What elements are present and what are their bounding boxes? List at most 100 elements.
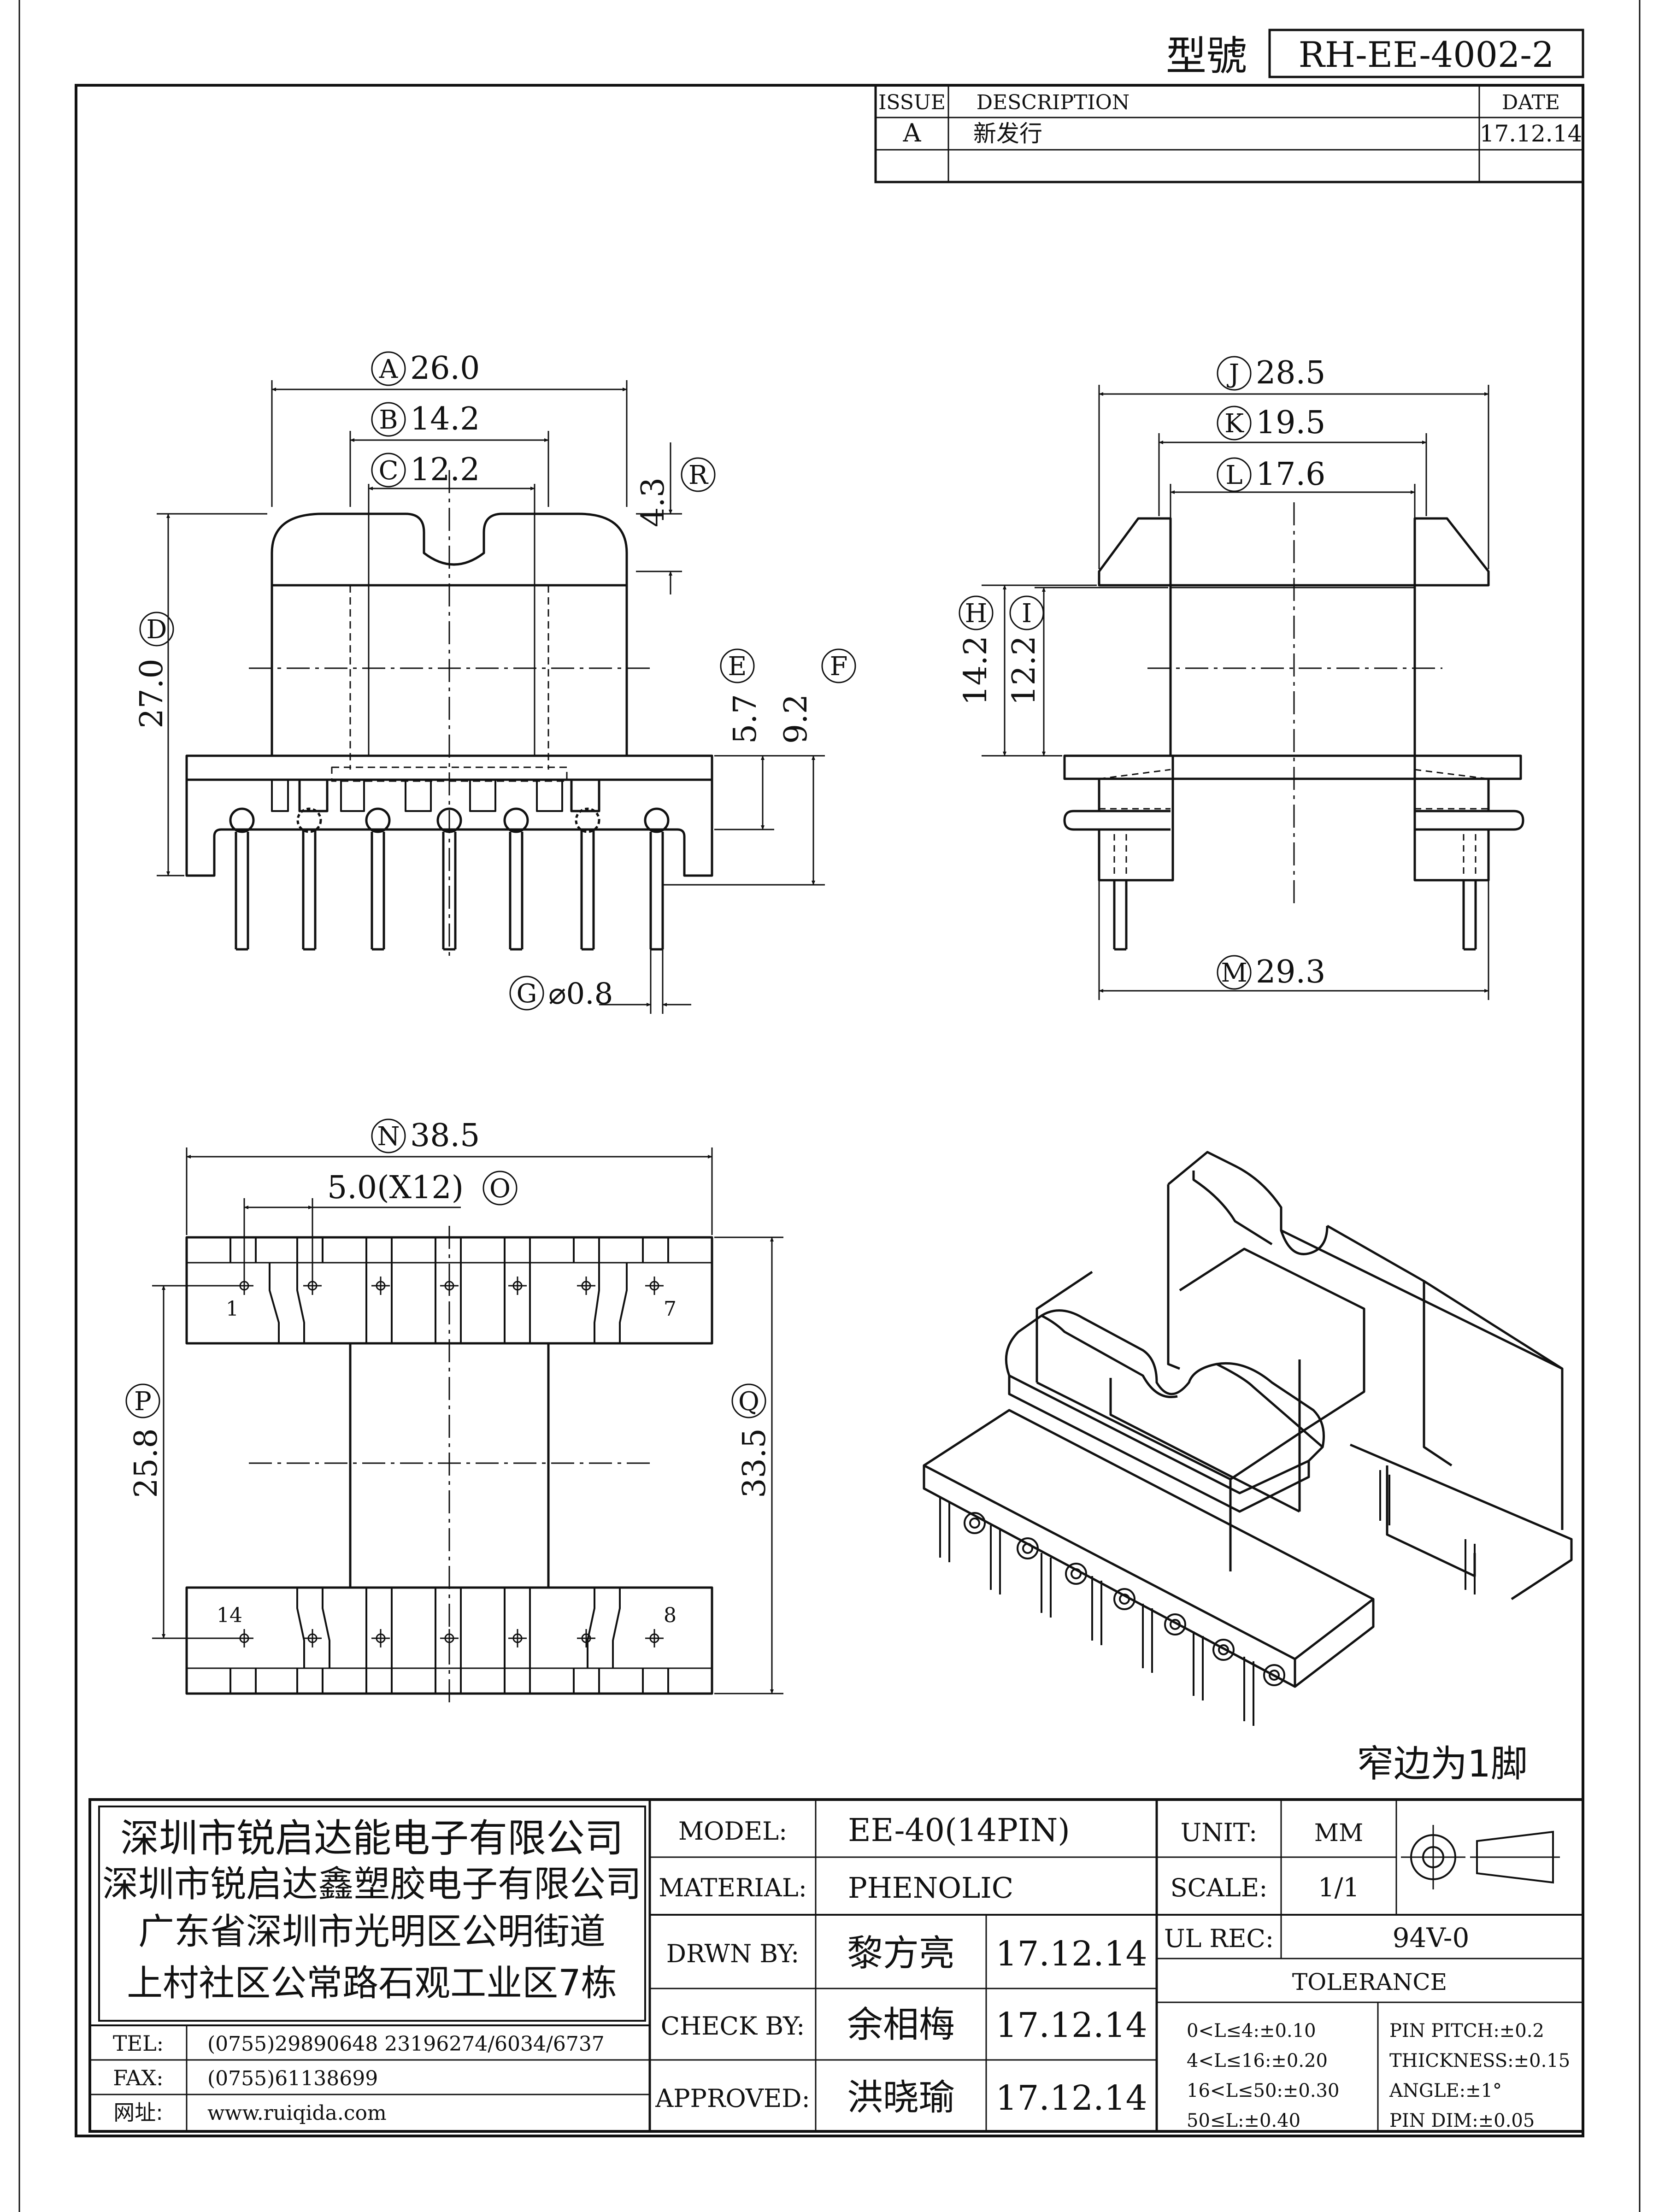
svg-text:28.5: 28.5 — [1256, 355, 1325, 391]
svg-text:12.2: 12.2 — [410, 452, 480, 488]
dim-g-label: G ⌀0.8 — [509, 976, 613, 1011]
svg-text:27.0: 27.0 — [134, 659, 170, 728]
side-view-dimension-labels: J 28.5 K 19.5 L 17.6 H 14.2 I 12.2 M 29.… — [958, 355, 1325, 990]
dim-p-label: P 25.8 — [125, 1383, 165, 1498]
revision-description-cell: 新发行 — [973, 120, 1042, 147]
model-label: MODEL: — [678, 1817, 787, 1846]
tolerance-left-3: 16<L≤50:±0.30 — [1187, 2080, 1339, 2101]
sheet-frame — [18, 0, 1641, 2212]
fax-label: FAX: — [113, 2065, 163, 2090]
svg-text:C: C — [379, 456, 399, 486]
approved-name: 洪晓瑜 — [847, 2077, 955, 2118]
revision-description-header: DESCRIPTION — [977, 91, 1130, 114]
tolerance-right-4: PIN DIM:±0.05 — [1389, 2110, 1535, 2131]
drawn-by-name: 黎方亮 — [847, 1933, 955, 1974]
tolerance-left-1: 0<L≤4:±0.10 — [1187, 2020, 1316, 2041]
svg-text:P: P — [134, 1387, 152, 1417]
tel-label: TEL: — [113, 2031, 164, 2056]
dim-h-label: H 14.2 — [958, 595, 994, 706]
svg-text:25.8: 25.8 — [128, 1428, 165, 1498]
pin-1-label: 1 — [226, 1297, 239, 1321]
scale-label: SCALE: — [1171, 1873, 1268, 1902]
svg-text:F: F — [830, 652, 848, 682]
tolerance-label: TOLERANCE — [1292, 1969, 1447, 1995]
front-view-dimensions — [157, 380, 825, 1014]
svg-text:L: L — [1225, 460, 1242, 490]
dim-l-label: L 17.6 — [1217, 456, 1325, 493]
drawn-by-label: DRWN BY: — [666, 1939, 800, 1968]
svg-text:26.0: 26.0 — [410, 350, 480, 387]
svg-text:33.5: 33.5 — [736, 1428, 773, 1498]
revision-date-header: DATE — [1502, 91, 1560, 114]
svg-text:G: G — [517, 979, 537, 1009]
company-line-3: 广东省深圳市光明区公明街道 — [138, 1911, 606, 1953]
fax-value: (0755)61138699 — [207, 2067, 378, 2090]
svg-text:N: N — [377, 1122, 400, 1152]
dim-r-label: 4.3 R — [635, 457, 716, 527]
company-line-4: 上村社区公常路石观工业区7栋 — [127, 1963, 617, 2004]
material-value: PHENOLIC — [848, 1871, 1013, 1905]
ul-rec-label: UL REC: — [1164, 1924, 1274, 1953]
revision-issue-cell: A — [903, 118, 922, 147]
svg-text:19.5: 19.5 — [1256, 405, 1325, 441]
pin-14-label: 14 — [217, 1604, 242, 1627]
company-info: 深圳市锐启达能电子有限公司 深圳市锐启达鑫塑胶电子有限公司 广东省深圳市光明区公… — [102, 1816, 641, 2125]
svg-text:⌀0.8: ⌀0.8 — [548, 977, 613, 1011]
check-by-date: 17.12.14 — [995, 2006, 1147, 2045]
approved-label: APPROVED: — [655, 2084, 810, 2113]
svg-text:14.2: 14.2 — [958, 635, 994, 705]
model-number-label: 型號 — [1166, 32, 1247, 80]
material-label: MATERIAL: — [659, 1873, 807, 1902]
drawn-by-date: 17.12.14 — [995, 1934, 1147, 1974]
dim-i-label: I 12.2 — [1006, 595, 1044, 706]
dim-o-label: 5.0(X12) O — [327, 1170, 518, 1206]
svg-text:H: H — [965, 599, 988, 629]
tolerance-left-2: 4<L≤16:±0.20 — [1187, 2050, 1328, 2071]
revision-date-cell: 17.12.14 — [1480, 120, 1583, 147]
company-line-2: 深圳市锐启达鑫塑胶电子有限公司 — [102, 1864, 641, 1905]
svg-text:5.7: 5.7 — [727, 694, 764, 744]
svg-text:B: B — [379, 405, 398, 435]
dim-j-label: J 28.5 — [1217, 355, 1325, 391]
tolerance-right-1: PIN PITCH:±0.2 — [1389, 2020, 1544, 2041]
model-number-value: RH-EE-4002-2 — [1299, 34, 1554, 75]
company-line-1: 深圳市锐启达能电子有限公司 — [120, 1816, 624, 1861]
revision-issue-header: ISSUE — [878, 91, 946, 114]
svg-text:J: J — [1227, 359, 1239, 389]
check-by-name: 余相梅 — [847, 2004, 955, 2046]
pin-7-label: 7 — [664, 1297, 677, 1321]
svg-text:E: E — [728, 652, 747, 682]
svg-text:5.0(X12): 5.0(X12) — [327, 1170, 464, 1206]
pin-8-label: 8 — [664, 1604, 677, 1627]
projection-symbol-icon — [1401, 1825, 1560, 1889]
isometric-view — [923, 1151, 1573, 1726]
dim-a-label: A 26.0 — [371, 350, 480, 387]
tolerance-left-4: 50≤L:±0.40 — [1187, 2110, 1300, 2131]
svg-text:17.6: 17.6 — [1256, 456, 1325, 493]
web-label: 网址: — [113, 2100, 163, 2125]
bottom-view-dimensions — [152, 1147, 783, 1694]
web-value: www.ruiqida.com — [207, 2101, 387, 2125]
dim-c-label: C 12.2 — [371, 452, 480, 488]
dim-m-label: M 29.3 — [1217, 954, 1325, 990]
front-view — [185, 470, 713, 959]
model-value: EE-40(14PIN) — [848, 1812, 1070, 1849]
svg-text:Q: Q — [738, 1387, 759, 1417]
check-by-label: CHECK BY: — [661, 2012, 805, 2041]
svg-text:K: K — [1224, 409, 1244, 439]
dim-e-label: E 5.7 — [720, 648, 764, 744]
svg-text:O: O — [489, 1174, 511, 1204]
model-number-header: 型號 RH-EE-4002-2 — [1166, 29, 1584, 80]
svg-text:38.5: 38.5 — [410, 1118, 480, 1154]
dim-n-label: N 38.5 — [371, 1118, 480, 1154]
svg-text:I: I — [1022, 599, 1032, 629]
svg-text:A: A — [379, 354, 398, 384]
dim-b-label: B 14.2 — [371, 401, 480, 437]
svg-text:9.2: 9.2 — [778, 694, 814, 744]
side-view-dimensions — [982, 385, 1489, 1000]
svg-text:29.3: 29.3 — [1256, 954, 1325, 990]
ul-rec-value: 94V-0 — [1393, 1922, 1470, 1953]
pin-note: 窄边为1脚 — [1357, 1742, 1528, 1785]
dim-d-label: D 27.0 — [134, 612, 174, 729]
title-block — [88, 1798, 1584, 2133]
